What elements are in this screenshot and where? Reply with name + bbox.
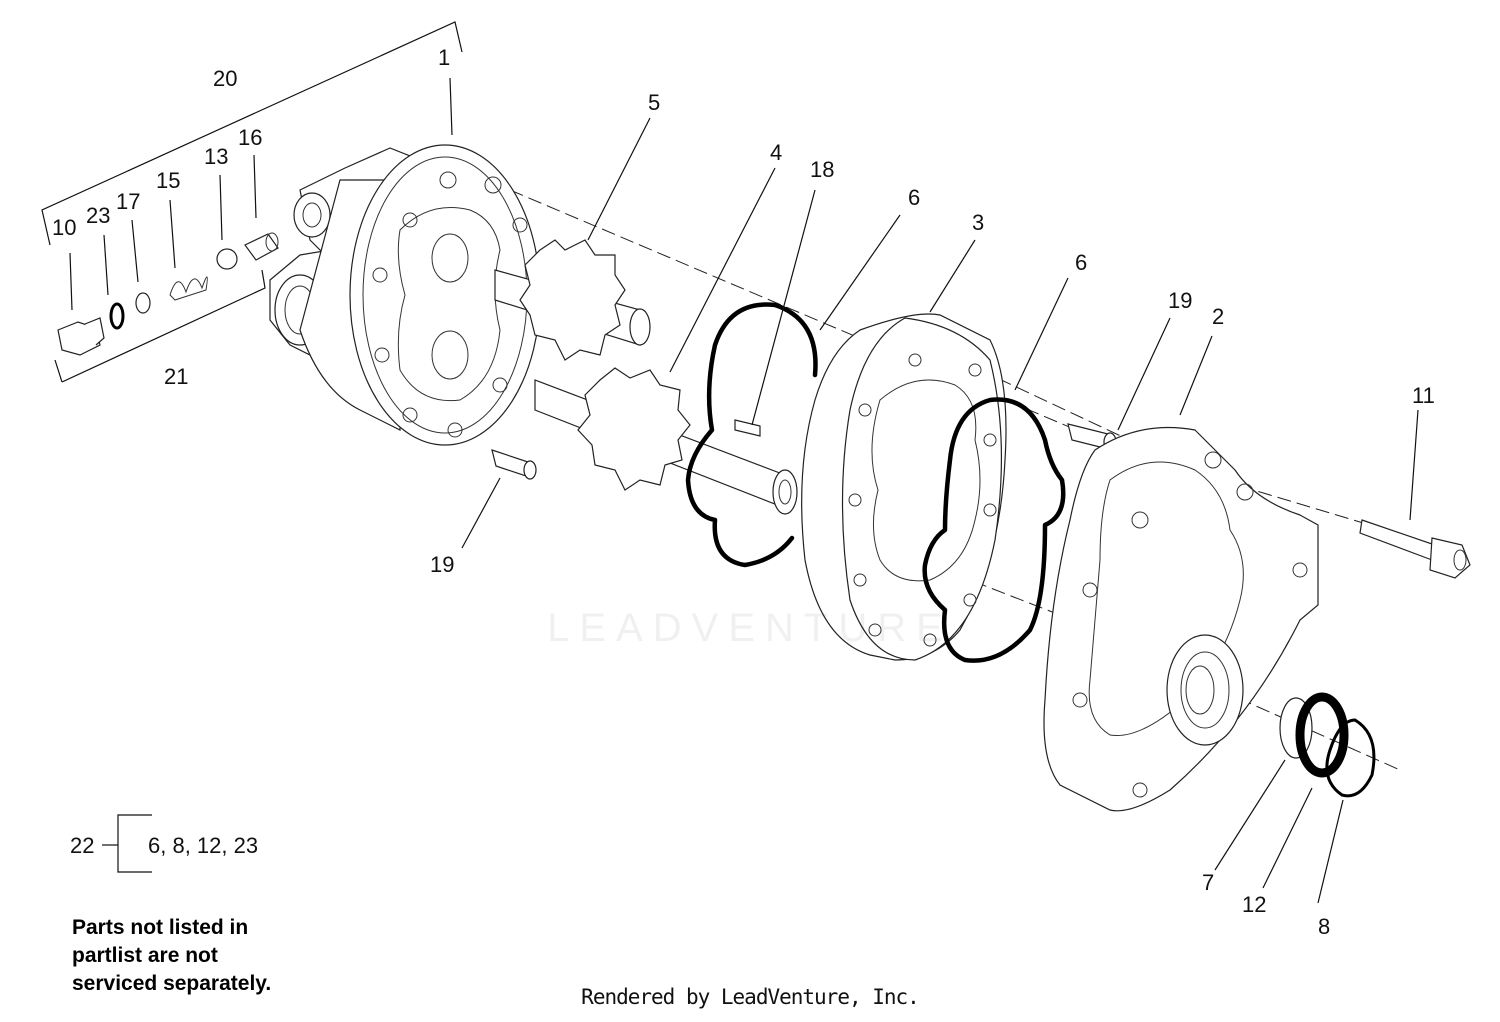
callout-6-left: 6: [908, 185, 920, 210]
callout-21: 21: [164, 364, 188, 389]
rear-cover-part: [1043, 426, 1319, 812]
driven-gear-part: [494, 239, 651, 361]
callout-20: 20: [213, 66, 237, 91]
dowel-pin-left-part: [491, 449, 537, 480]
callout-8: 8: [1318, 914, 1330, 939]
seal-ring-right-part: [922, 397, 1066, 663]
callout-19-right: 19: [1168, 288, 1192, 313]
callout-4: 4: [770, 140, 782, 165]
callout-2: 2: [1212, 304, 1224, 329]
parts-note-line: Parts not listed in: [72, 916, 249, 939]
callout-11: 11: [1412, 383, 1435, 408]
parts-note-line: serviced separately.: [72, 972, 272, 995]
callout-12: 12: [1242, 892, 1266, 917]
pump-body-part: [801, 313, 1007, 661]
callout-7: 7: [1202, 870, 1214, 895]
render-credit: Rendered by LeadVenture, Inc.: [581, 985, 920, 1009]
relief-valve-parts: [57, 232, 279, 356]
bolt-part: [1359, 519, 1471, 579]
callout-5: 5: [648, 90, 660, 115]
parts-note: Parts not listed in partlist are not ser…: [72, 914, 372, 998]
kit-22-group: 22 6, 8, 12, 23: [70, 814, 258, 873]
parts-note-line: partlist are not: [72, 944, 218, 967]
callout-19-left: 19: [430, 552, 454, 577]
callout-15: 15: [156, 168, 180, 193]
callout-13: 13: [204, 144, 228, 169]
callout-6-right: 6: [1075, 250, 1087, 275]
shaft-seal-parts: [1279, 692, 1376, 798]
assembly-brackets: [41, 21, 463, 383]
callout-10: 10: [52, 215, 76, 240]
callout-16: 16: [238, 125, 262, 150]
seal-ring-left-part: [685, 302, 818, 568]
callout-1: 1: [438, 45, 450, 70]
callout-17: 17: [116, 189, 140, 214]
callout-23: 23: [86, 203, 110, 228]
leader-lines: [69, 77, 1419, 904]
kit-number: 22: [70, 833, 94, 858]
kit-contents: 6, 8, 12, 23: [148, 833, 258, 858]
callout-18: 18: [810, 157, 834, 182]
drive-gear-shaft-part: [534, 367, 798, 515]
callout-3: 3: [972, 210, 984, 235]
